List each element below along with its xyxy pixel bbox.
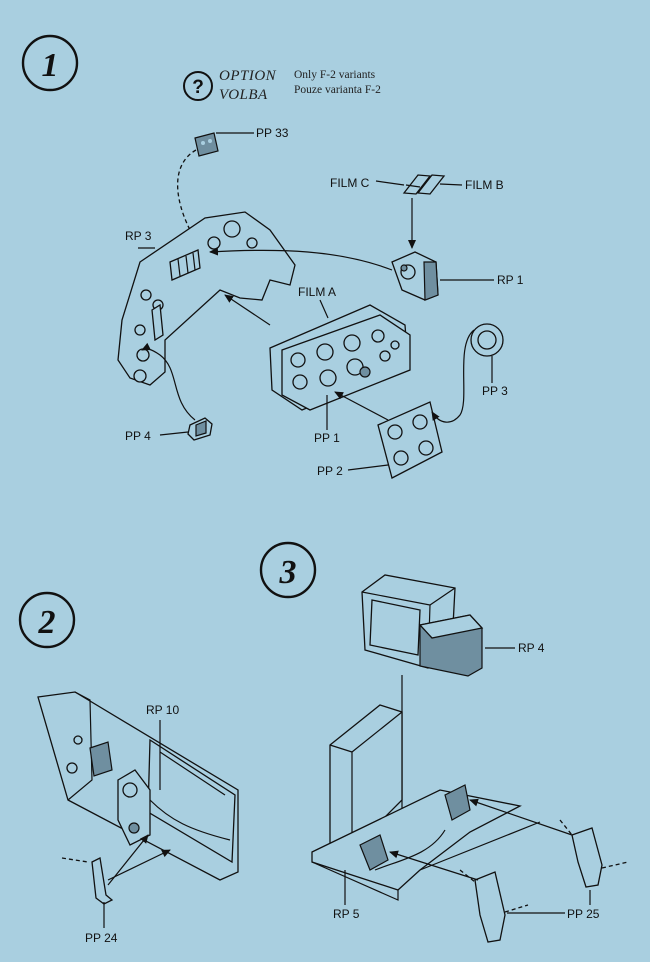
part-pp24: PP 24 (61, 834, 171, 945)
option-title: OPTION (219, 68, 277, 84)
part-rp4: RP 4 (361, 574, 545, 677)
option-note-cz: Pouze varianta F-2 (294, 84, 381, 96)
arrow-pp25-left (389, 850, 479, 881)
question-icon: ? (192, 77, 204, 98)
label-pp2: PP 2 (317, 464, 343, 478)
step-3-badge: 3 (259, 541, 317, 599)
label-rp10: RP 10 (146, 703, 179, 717)
dashed-guide-pp33 (176, 149, 197, 269)
label-rp4: RP 4 (518, 641, 545, 655)
arrow-pp2-to-pp1 (334, 391, 389, 421)
arrow-pp24-b (107, 834, 149, 886)
part-rp3: RP 3 (117, 211, 296, 386)
wire-pp4-to-rp3 (141, 342, 196, 421)
label-pp1: PP 1 (314, 431, 340, 445)
part-side-panel: RP 10 (37, 691, 239, 881)
part-pp4: PP 4 (125, 417, 213, 443)
label-rp5: RP 5 (333, 907, 360, 921)
step-2-number: 2 (38, 604, 56, 641)
label-pp4: PP 4 (125, 429, 151, 443)
part-pp3: PP 3 (470, 323, 508, 398)
part-films-bc: FILM C FILM B (330, 174, 504, 195)
part-pp1: PP 1 (281, 314, 411, 445)
label-pp3: PP 3 (482, 384, 508, 398)
arrow-pp25-right (469, 798, 573, 836)
volba-title: VOLBA (219, 87, 268, 103)
step-2-badge: 2 (18, 591, 76, 649)
label-film-b: FILM B (465, 178, 504, 192)
arrow-pp24 (107, 849, 171, 881)
label-pp33: PP 33 (256, 126, 289, 140)
part-rp1: RP 1 (391, 251, 524, 301)
step-1-number: 1 (42, 47, 59, 84)
part-pp25: PP 25 (389, 798, 629, 943)
label-rp3: RP 3 (125, 229, 152, 243)
wire-pp3-to-pp2 (431, 329, 475, 423)
option-note-en: Only F-2 variants (294, 69, 376, 81)
label-film-c: FILM C (330, 176, 370, 190)
label-film-a: FILM A (298, 285, 336, 299)
option-marker: ? OPTION VOLBA Only F-2 variants Pouze v… (183, 68, 381, 103)
part-rp5: RP 5 (311, 704, 541, 921)
step-1-badge: 1 (21, 34, 79, 92)
label-rp1: RP 1 (497, 273, 524, 287)
part-pp33: PP 33 (194, 126, 289, 157)
arrow-rp1-to-rp3 (209, 247, 393, 271)
label-pp25: PP 25 (567, 907, 600, 921)
arrow-pp1-to-rp3 (224, 294, 271, 326)
part-pp2: PP 2 (317, 401, 443, 479)
step-3-number: 3 (279, 554, 297, 591)
label-pp24: PP 24 (85, 931, 118, 945)
